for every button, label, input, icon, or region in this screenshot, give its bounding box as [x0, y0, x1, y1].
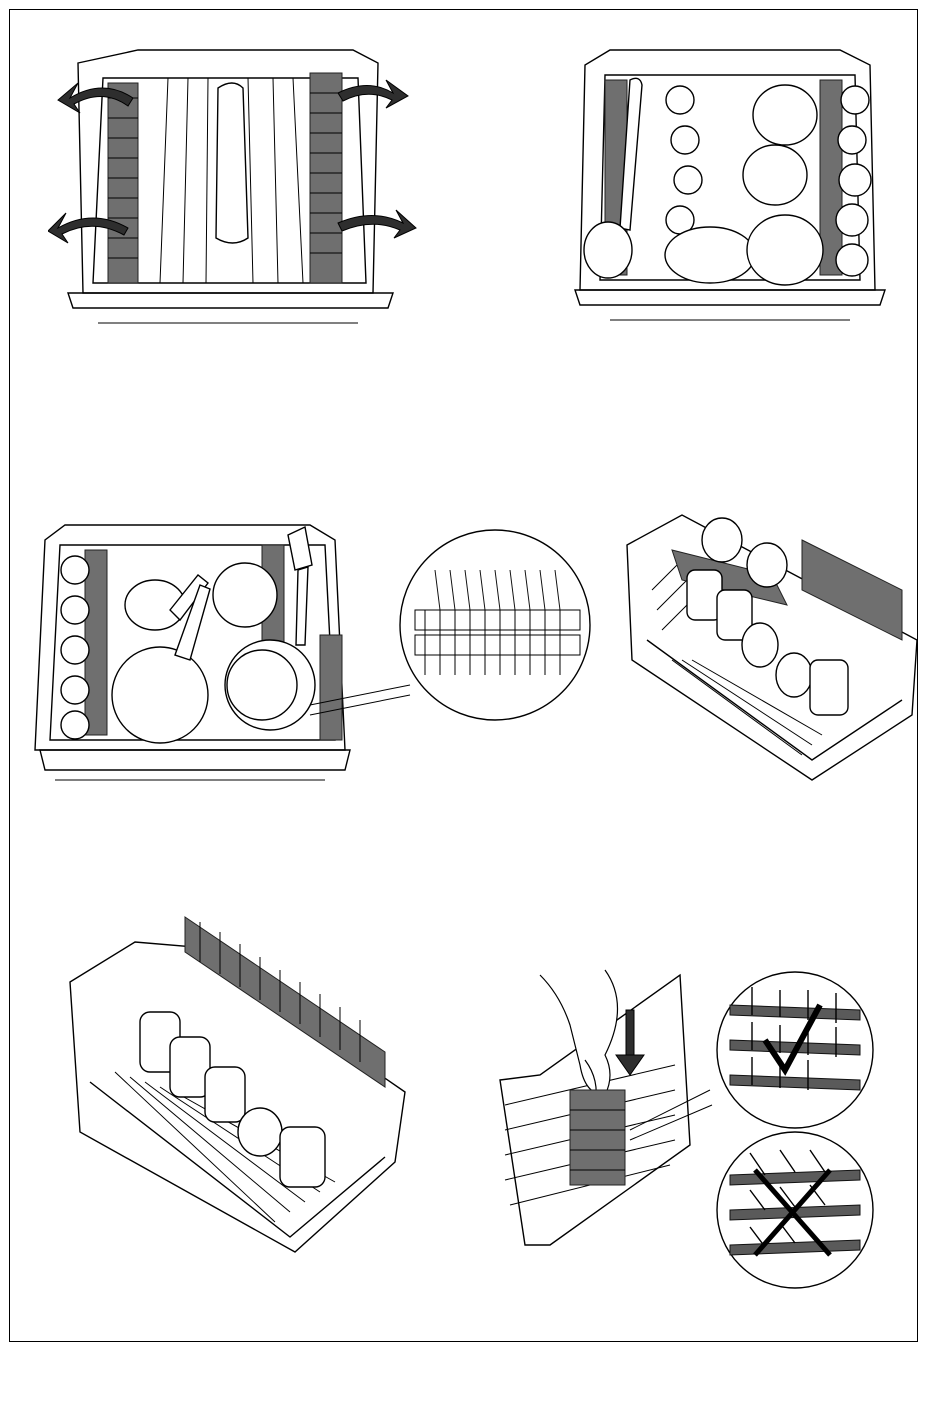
rack-fold-tines-illustration	[48, 38, 418, 333]
tine-row-left	[85, 550, 107, 735]
hand-icon	[540, 970, 618, 1105]
tine-row-right	[310, 73, 342, 283]
rack-loaded-pans-plates-illustration	[30, 515, 600, 790]
plate-icon	[225, 640, 315, 730]
rack-cup-shelf-illustration	[622, 500, 922, 790]
tine-row-left	[108, 83, 138, 283]
cup-icon	[687, 518, 848, 715]
colander-icon	[213, 563, 277, 627]
tine-row-raised	[185, 917, 385, 1087]
rack-loaded-cups-plates-illustration	[570, 40, 890, 330]
detail-magnifier-icon	[400, 530, 590, 720]
down-arrow-icon	[616, 1010, 644, 1075]
rack-center-wires	[160, 78, 303, 283]
tine-adjust-check-illustration	[490, 965, 880, 1310]
spatula-icon	[288, 527, 312, 645]
tine-holder	[570, 1090, 625, 1185]
rack-tines-raised-illustration	[65, 912, 415, 1262]
tine-row-back	[802, 540, 902, 640]
